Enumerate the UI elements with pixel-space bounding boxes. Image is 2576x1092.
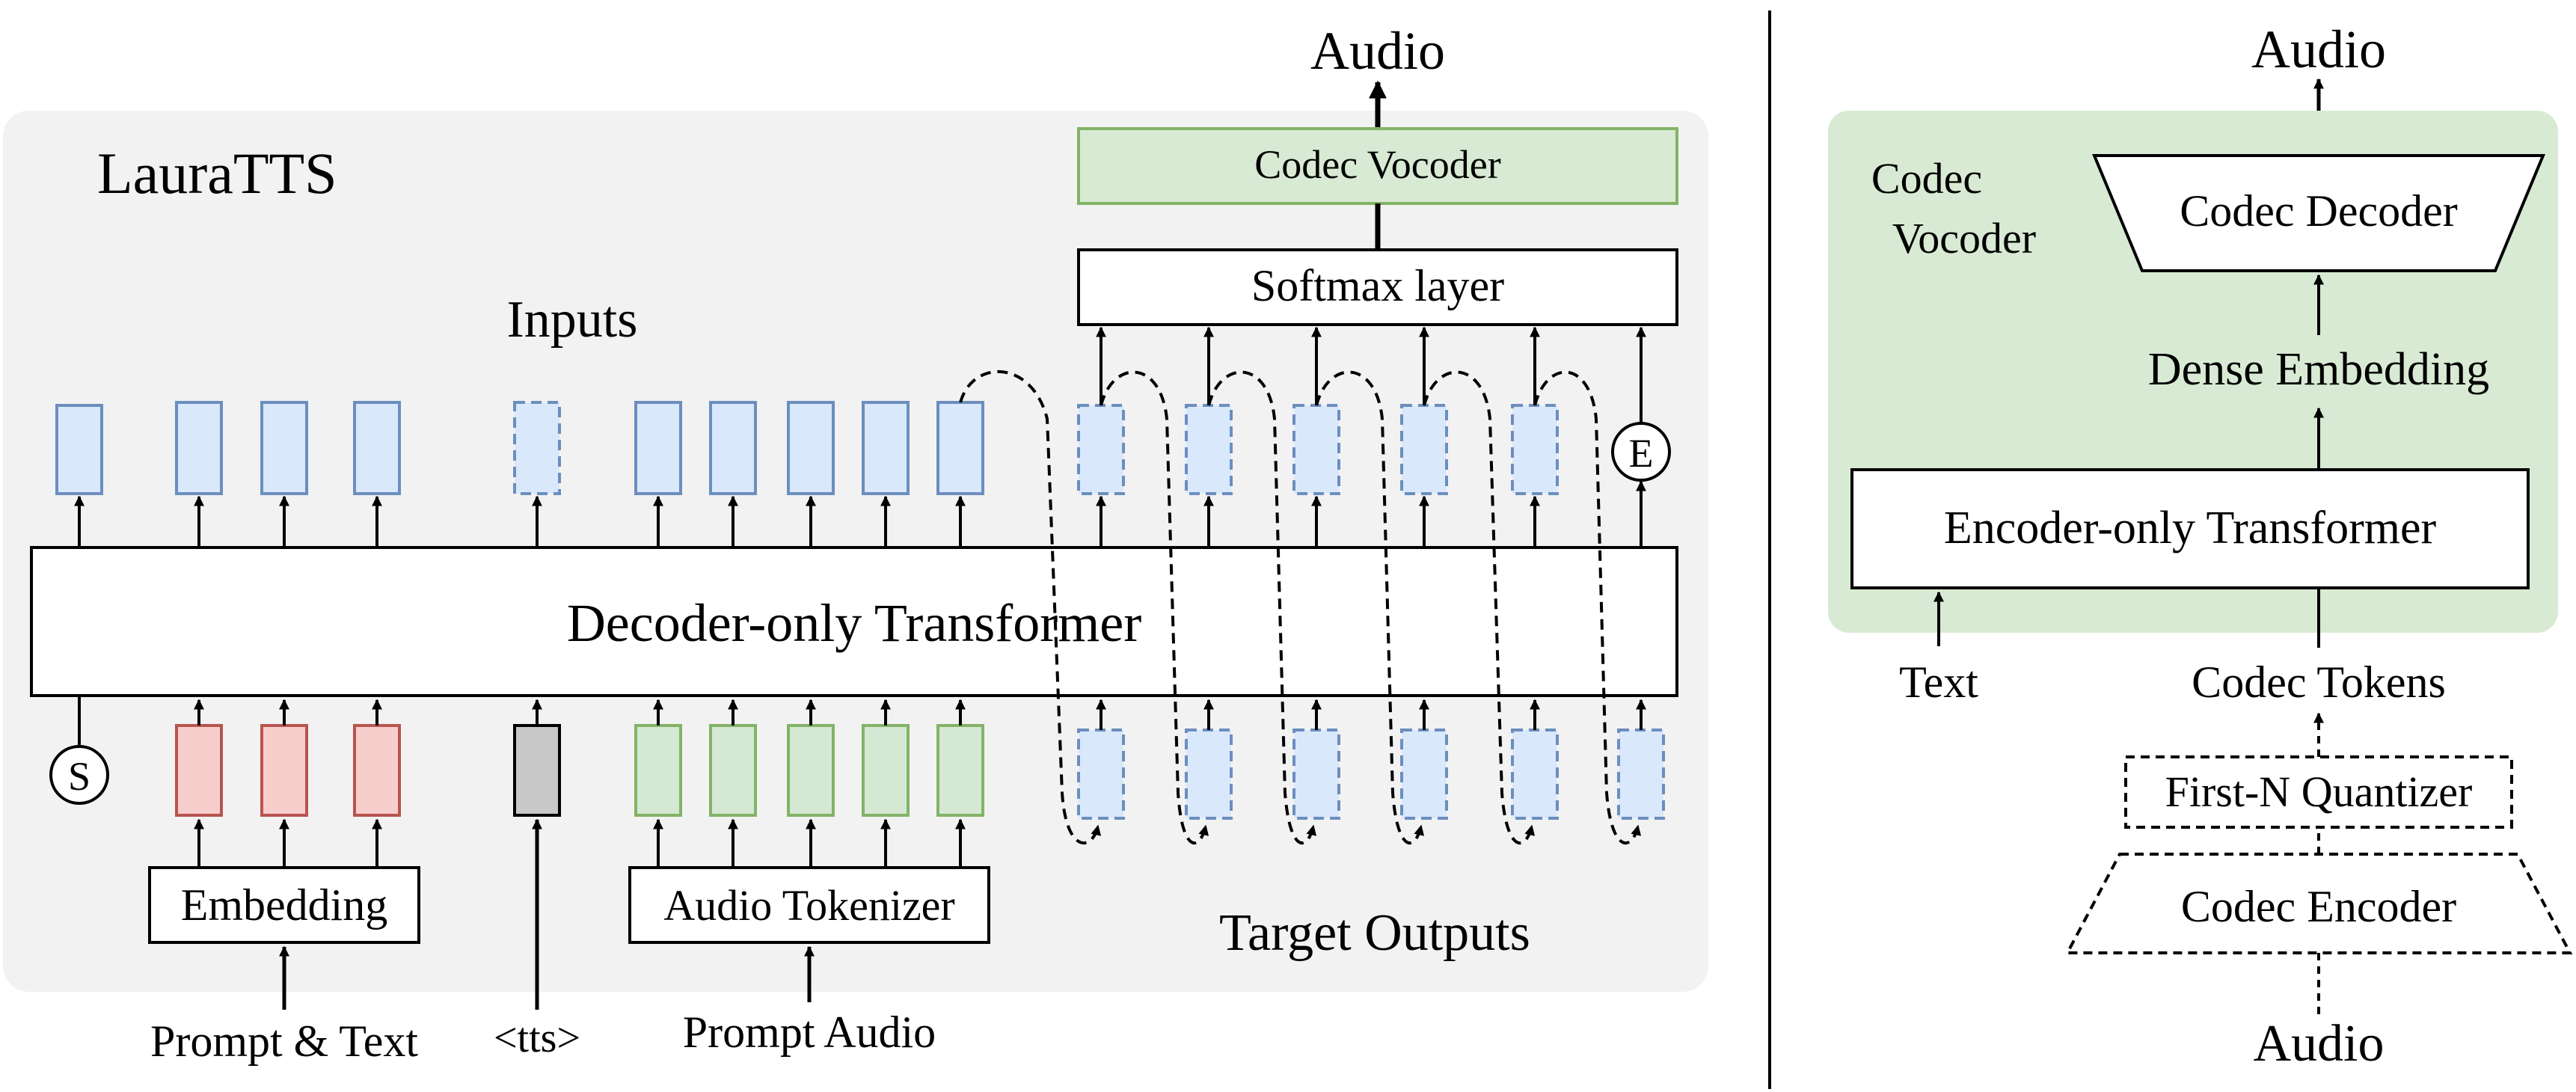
output-token-row: [55, 401, 1559, 495]
start-token-circle: [49, 745, 109, 805]
autoregressive-loop: [1100, 370, 1209, 845]
audio-token: [634, 724, 682, 817]
text-token: [260, 724, 308, 817]
autoregressive-loop: [1423, 370, 1536, 845]
end-token-circle: [1611, 422, 1671, 482]
codec-encoder-trapezoid: [2064, 853, 2573, 954]
right-audio-top-label: Audio: [2251, 19, 2386, 79]
autoregressive-loops: [959, 369, 1642, 845]
target-input-token: [1077, 728, 1125, 820]
codec-vocoder-region-label-line2: Vocoder: [1892, 214, 2036, 263]
embedding-to-text-token-arrows: [194, 818, 382, 868]
dense-embedding-label: Dense Embedding: [2148, 344, 2489, 395]
first-n-quantizer-box: [2124, 755, 2513, 829]
codec-vocoder-panel: Audio Codec Vocoder Codec Decoder Dense …: [1828, 19, 2573, 1073]
target-input-token: [1292, 728, 1340, 820]
target-token-dashed: [1185, 404, 1233, 495]
decoder-transformer-box: [30, 546, 1678, 697]
output-token: [260, 401, 308, 495]
target-token-dashed: [1077, 404, 1125, 495]
tts-label: <tts>: [494, 1015, 580, 1061]
audio-token: [709, 724, 757, 817]
codec-decoder-trapezoid: [2092, 154, 2545, 272]
target-outputs-label: Target Outputs: [1219, 904, 1530, 962]
output-token: [936, 401, 984, 495]
target-input-token: [1617, 728, 1665, 820]
lauratts-panel: LauraTTS Inputs Target Outputs Audio Cod…: [3, 21, 1708, 1066]
codec-vocoder-region-label-line1: Codec: [1871, 154, 1982, 203]
target-token-dashed: [1292, 404, 1340, 495]
tokenizer-to-audio-token-arrows: [653, 818, 966, 868]
codec-vocoder-box: [1077, 127, 1678, 205]
encoder-transformer-label: Encoder-only Transformer: [1944, 503, 2437, 553]
input-to-transformer-arrows: [194, 699, 1646, 730]
end-token-label: E: [1629, 431, 1654, 476]
target-to-softmax-arrows: [1096, 326, 1646, 426]
autoregressive-loop: [959, 369, 1102, 845]
first-n-quantizer-label: First-N Quantizer: [2165, 767, 2473, 816]
target-token-dashed: [1400, 404, 1448, 495]
audio-token: [862, 724, 910, 817]
text-token: [353, 724, 401, 817]
autoregressive-loop: [1315, 370, 1425, 845]
inputs-label: Inputs: [507, 291, 638, 349]
codec-decoder-label: Codec Decoder: [2180, 186, 2458, 236]
target-token-dashed: [1511, 404, 1559, 495]
decoder-transformer-label: Decoder-only Transformer: [567, 593, 1141, 653]
codec-vocoder-label: Codec Vocoder: [1254, 142, 1500, 187]
target-input-token: [1185, 728, 1233, 820]
output-token: [787, 401, 835, 495]
target-input-token: [1400, 728, 1448, 820]
autoregressive-loop: [1207, 370, 1317, 845]
right-audio-bottom-label: Audio: [2254, 1015, 2385, 1073]
prompt-audio-label: Prompt Audio: [683, 1007, 936, 1057]
autoregressive-loop: [1533, 370, 1642, 845]
output-token: [862, 401, 910, 495]
text-input-label: Text: [1899, 657, 1978, 707]
encoder-transformer-box: [1850, 468, 2530, 589]
output-token: [709, 401, 757, 495]
output-token: [353, 401, 401, 495]
audio-token: [787, 724, 835, 817]
start-token-label: S: [68, 754, 91, 799]
output-token: [634, 401, 682, 495]
output-token: [175, 401, 223, 495]
lauratts-title: LauraTTS: [97, 141, 337, 206]
prompt-text-label: Prompt & Text: [150, 1016, 418, 1066]
transformer-output-arrows: [74, 480, 1646, 547]
tts-token: [513, 724, 561, 817]
softmax-layer-box: [1077, 248, 1678, 326]
output-token-dashed: [513, 401, 561, 495]
output-token: [55, 404, 103, 495]
target-input-token: [1511, 728, 1559, 820]
audio-token: [936, 724, 984, 817]
text-token: [175, 724, 223, 817]
audio-output-label: Audio: [1310, 21, 1445, 81]
codec-tokens-label: Codec Tokens: [2192, 657, 2446, 707]
codec-encoder-label: Codec Encoder: [2181, 882, 2456, 931]
softmax-layer-label: Softmax layer: [1251, 261, 1504, 310]
input-token-row: [175, 724, 1665, 820]
audio-tokenizer-label: Audio Tokenizer: [663, 881, 955, 930]
embedding-label: Embedding: [181, 880, 388, 930]
